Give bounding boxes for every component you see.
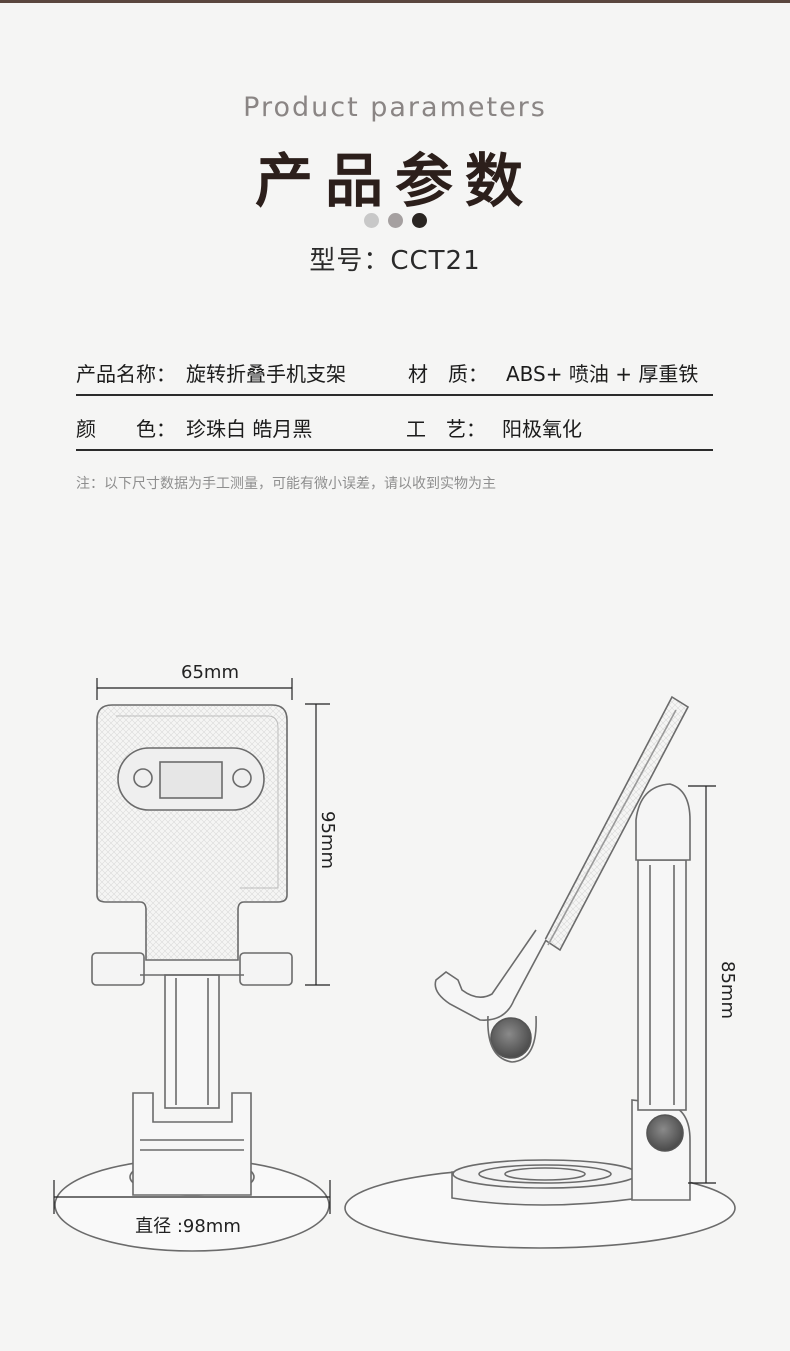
front-hinge-block	[132, 1092, 252, 1196]
spec-row-1: 产品名称： 旋转折叠手机支架 材 质： ABS+ 喷油 + 厚重铁	[76, 354, 713, 396]
width-dimension-label: 65mm	[181, 662, 239, 683]
side-upper-knob	[490, 1017, 532, 1059]
dot-dark	[412, 213, 427, 228]
side-holder-plate	[543, 695, 690, 952]
top-border	[0, 0, 790, 3]
spec-value-material: ABS+ 喷油 + 厚重铁	[506, 362, 699, 386]
height-front-dimension-label: 95mm	[317, 811, 338, 869]
spec-value-color: 珍珠白 皓月黑	[186, 417, 313, 441]
spec-value-name: 旋转折叠手机支架	[186, 362, 346, 386]
front-left-foot	[91, 952, 145, 986]
spec-label-name: 产品名称：	[76, 362, 176, 386]
spec-label-material: 材 质：	[408, 362, 488, 386]
section-title: 产品参数	[254, 147, 535, 215]
section-subtitle: Product parameters	[243, 92, 547, 123]
front-holder-plate	[96, 704, 288, 961]
dot-mid	[388, 213, 403, 228]
spec-label-process: 工 艺：	[406, 417, 486, 441]
spec-label-color: 颜 色：	[76, 417, 176, 441]
side-lower-knob	[646, 1114, 684, 1152]
measurement-note: 注：以下尺寸数据为手工测量，可能有微小误差，请以收到实物为主	[76, 476, 496, 492]
pagination-dots	[362, 213, 432, 231]
diameter-dimension-label: 直径 :98mm	[135, 1216, 241, 1237]
side-view-stand	[344, 695, 736, 1249]
height-side-dimension-label: 85mm	[717, 961, 738, 1019]
model-number: 型号：CCT21	[309, 246, 481, 276]
dimension-lines	[53, 678, 716, 1214]
spec-row-2: 颜 色： 珍珠白 皓月黑 工 艺： 阳极氧化	[76, 409, 713, 451]
front-view-stand	[54, 704, 330, 1252]
dot-light	[364, 213, 379, 228]
side-upright-arm	[637, 859, 687, 1111]
front-stem	[164, 974, 220, 1109]
spec-value-process: 阳极氧化	[502, 417, 582, 441]
side-upper-joint	[635, 783, 691, 861]
side-phone-ledge	[434, 929, 547, 1021]
front-right-foot	[239, 952, 293, 986]
